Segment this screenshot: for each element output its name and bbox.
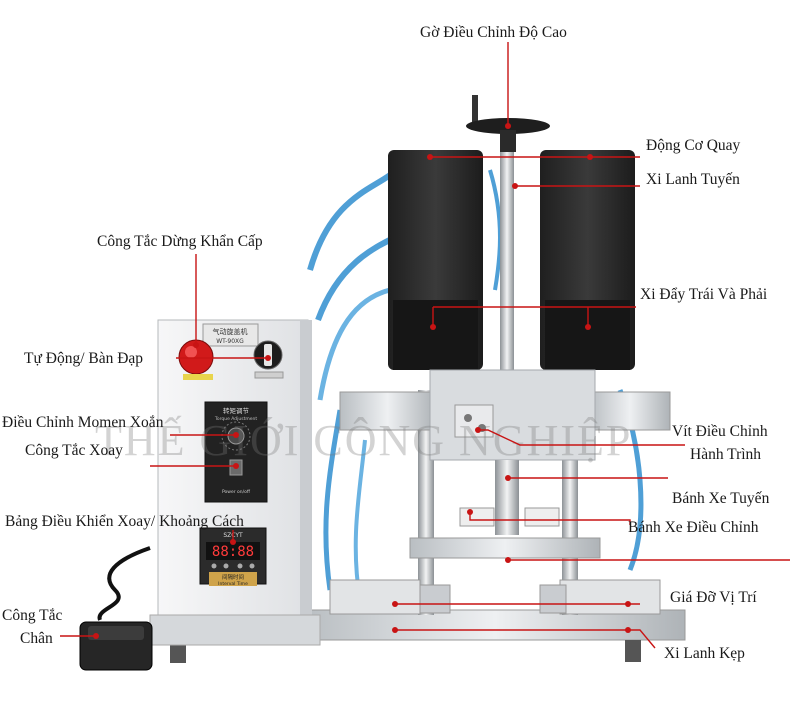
callout-dot bbox=[625, 627, 631, 633]
model-plate-model: WT-90XG bbox=[216, 338, 244, 345]
stroke-screw[interactable] bbox=[464, 414, 472, 422]
emergency-stop-tag bbox=[183, 374, 213, 380]
label-position-holder: Giá Đỡ Vị Trí bbox=[670, 589, 757, 606]
label-stroke-screw-line2: Hành Trình bbox=[690, 446, 762, 463]
foot-switch-cable bbox=[97, 546, 151, 621]
clamp-right bbox=[559, 579, 661, 615]
callout-dot bbox=[233, 432, 239, 438]
callout-dot bbox=[93, 633, 99, 639]
wheel-spindle bbox=[495, 460, 519, 535]
timer-button[interactable] bbox=[211, 563, 217, 569]
timer-button[interactable] bbox=[223, 563, 229, 569]
air-hose bbox=[323, 409, 343, 591]
callout-dot bbox=[505, 557, 511, 563]
callout-dot bbox=[392, 627, 398, 633]
timer-subtitle: Interval Time bbox=[218, 581, 248, 587]
torque-controller bbox=[204, 401, 268, 503]
callout-dot bbox=[505, 475, 511, 481]
callout-dot bbox=[475, 427, 481, 433]
timer-title: 间隔时间 bbox=[222, 573, 244, 581]
label-clamp-cylinder: Xi Lanh Kẹp bbox=[664, 645, 745, 662]
label-rotary-switch: Công Tắc Xoay bbox=[25, 442, 123, 459]
label-rotary-motor: Động Cơ Quay bbox=[646, 137, 741, 154]
label-foot-switch-line1: Công Tắc bbox=[2, 607, 63, 624]
screw-plate bbox=[454, 404, 494, 438]
air-hose bbox=[317, 287, 391, 401]
timer-button[interactable] bbox=[249, 563, 255, 569]
label-linear-cylinder: Xi Lanh Tuyến bbox=[646, 171, 740, 188]
callout-dot bbox=[587, 154, 593, 160]
label-height-wheel: Gờ Điều Chỉnh Độ Cao bbox=[420, 24, 567, 41]
handwheel-stem bbox=[472, 95, 478, 125]
left-motor-fin-block bbox=[393, 300, 478, 370]
timer-label-plate bbox=[209, 572, 257, 586]
base-left bbox=[149, 614, 321, 646]
label-auto-pedal: Tự Động/ Bàn Đạp bbox=[24, 350, 144, 367]
label-foot-switch-line2: Chân bbox=[20, 630, 53, 647]
lower-plate bbox=[409, 537, 601, 559]
callout-dot bbox=[430, 324, 436, 330]
mode-selector-tag bbox=[254, 371, 284, 379]
callout-dot bbox=[585, 324, 591, 330]
callout-dot bbox=[233, 463, 239, 469]
clamp-cylinder-left bbox=[419, 584, 451, 614]
model-plate bbox=[202, 323, 259, 347]
base-plate bbox=[304, 609, 686, 641]
handwheel-hub bbox=[500, 130, 516, 152]
power-label: Power on/off bbox=[222, 489, 251, 495]
callout-line-push bbox=[432, 306, 636, 327]
label-push-left-right: Xi Đẩy Trái Và Phải bbox=[640, 286, 768, 303]
watermark: THẾ GIỚI CÔNG NGHIỆP bbox=[95, 416, 633, 465]
emergency-stop-highlight bbox=[185, 346, 197, 358]
callout-dot bbox=[427, 154, 433, 160]
label-torque-adjust: Điều Chỉnh Momen Xoắn bbox=[2, 414, 164, 431]
left-push-cylinder bbox=[339, 391, 436, 431]
foot-switch-top bbox=[88, 626, 144, 640]
timer-display bbox=[206, 542, 260, 560]
air-hose bbox=[307, 172, 392, 271]
cabinet-side bbox=[300, 320, 312, 642]
label-linear-wheel: Bánh Xe Tuyến bbox=[672, 490, 770, 507]
clamp-cylinder-right bbox=[539, 584, 567, 614]
timer-readout: 88:88 bbox=[212, 544, 254, 560]
torque-subtitle: Torque Adjustment bbox=[214, 416, 257, 422]
callout-line-adjust-wheel bbox=[469, 512, 631, 525]
label-control-panel: Bảng Điều Khiển Xoay/ Khoảng Cách bbox=[5, 513, 244, 530]
callout-dot bbox=[193, 342, 199, 348]
callout-dot bbox=[625, 601, 631, 607]
callout-dot bbox=[467, 509, 473, 515]
callout-dot bbox=[392, 601, 398, 607]
callout-dot bbox=[265, 355, 271, 361]
callout-dot bbox=[505, 123, 511, 129]
torque-dial-scale bbox=[221, 421, 251, 451]
callout-dot bbox=[230, 539, 236, 545]
callout-line-clamp-b bbox=[395, 629, 656, 649]
model-plate-title: 气动旋盖机 bbox=[213, 327, 248, 336]
callout-line-stroke-screw bbox=[478, 429, 685, 446]
label-emergency-stop: Công Tắc Dừng Khẩn Cấp bbox=[97, 233, 263, 250]
timer-button[interactable] bbox=[237, 563, 243, 569]
center-shaft bbox=[500, 150, 514, 410]
machine-foot bbox=[625, 640, 641, 662]
adjust-wheel-right bbox=[524, 507, 560, 527]
label-stroke-screw-line1: Vít Điều Chỉnh bbox=[672, 423, 768, 440]
label-adjust-wheel: Bánh Xe Điều Chỉnh bbox=[628, 519, 759, 536]
machine-foot bbox=[170, 645, 186, 663]
torque-title: 转矩调节 bbox=[223, 406, 250, 415]
callout-dot bbox=[512, 183, 518, 189]
